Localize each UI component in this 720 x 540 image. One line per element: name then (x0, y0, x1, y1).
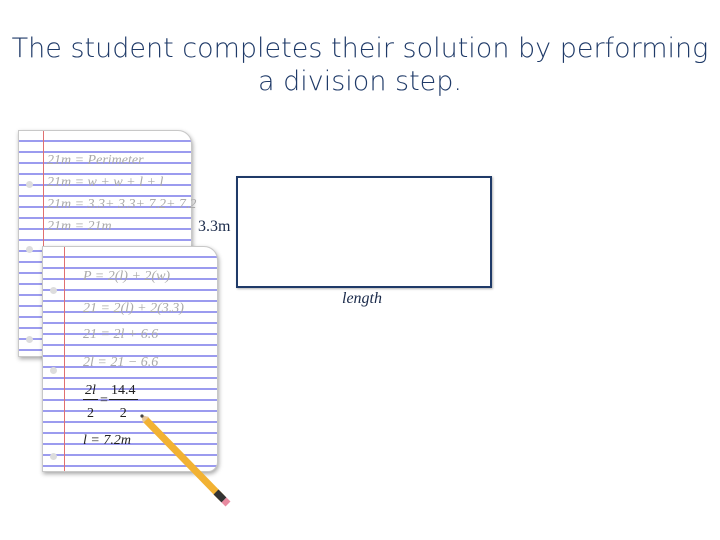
result-line: l = 7.2m (83, 433, 131, 448)
notebook-sheet-2: P = 2(l) + 2(w) 21 = 2(l) + 2(3.3) 21 = … (42, 246, 218, 472)
width-label: 3.3m (198, 218, 231, 235)
equation-line: 21m = w + w + l + l (47, 175, 164, 190)
equation-line: 21m = Perimeter (47, 153, 144, 168)
numerator: 2l (83, 383, 98, 400)
numerator: 14.4 (109, 383, 138, 400)
notebook-sheet-1: 21m = Perimeter 21m = w + w + l + l 21m … (18, 130, 196, 357)
binder-hole (50, 453, 57, 460)
equation-line: 21 = 2l + 6.6 (83, 327, 159, 342)
rectangle-diagram (236, 176, 492, 288)
binder-hole (26, 246, 33, 253)
equation-line: 2l = 21 − 6.6 (83, 355, 159, 370)
equation-line: 21m = 3.3+ 3.3+ 7.2+ 7.2 (47, 197, 197, 212)
fraction-left: 2l 2 (83, 383, 98, 422)
denominator: 2 (86, 406, 94, 421)
binder-hole (26, 336, 33, 343)
equation-line: 21m = 21m (47, 219, 112, 234)
binder-hole (50, 287, 57, 294)
equation-line: 21 = 2(l) + 2(3.3) (83, 301, 184, 316)
slide-title: The student completes their solution by … (11, 33, 709, 97)
equals-sign: = (100, 393, 108, 408)
denominator: 2 (119, 406, 127, 421)
pencil-icon (140, 414, 231, 507)
binder-hole (26, 181, 33, 188)
equation-line: P = 2(l) + 2(w) (83, 269, 171, 284)
fraction-right: 14.4 2 (109, 383, 138, 422)
binder-hole (50, 367, 57, 374)
length-label: length (342, 290, 382, 307)
